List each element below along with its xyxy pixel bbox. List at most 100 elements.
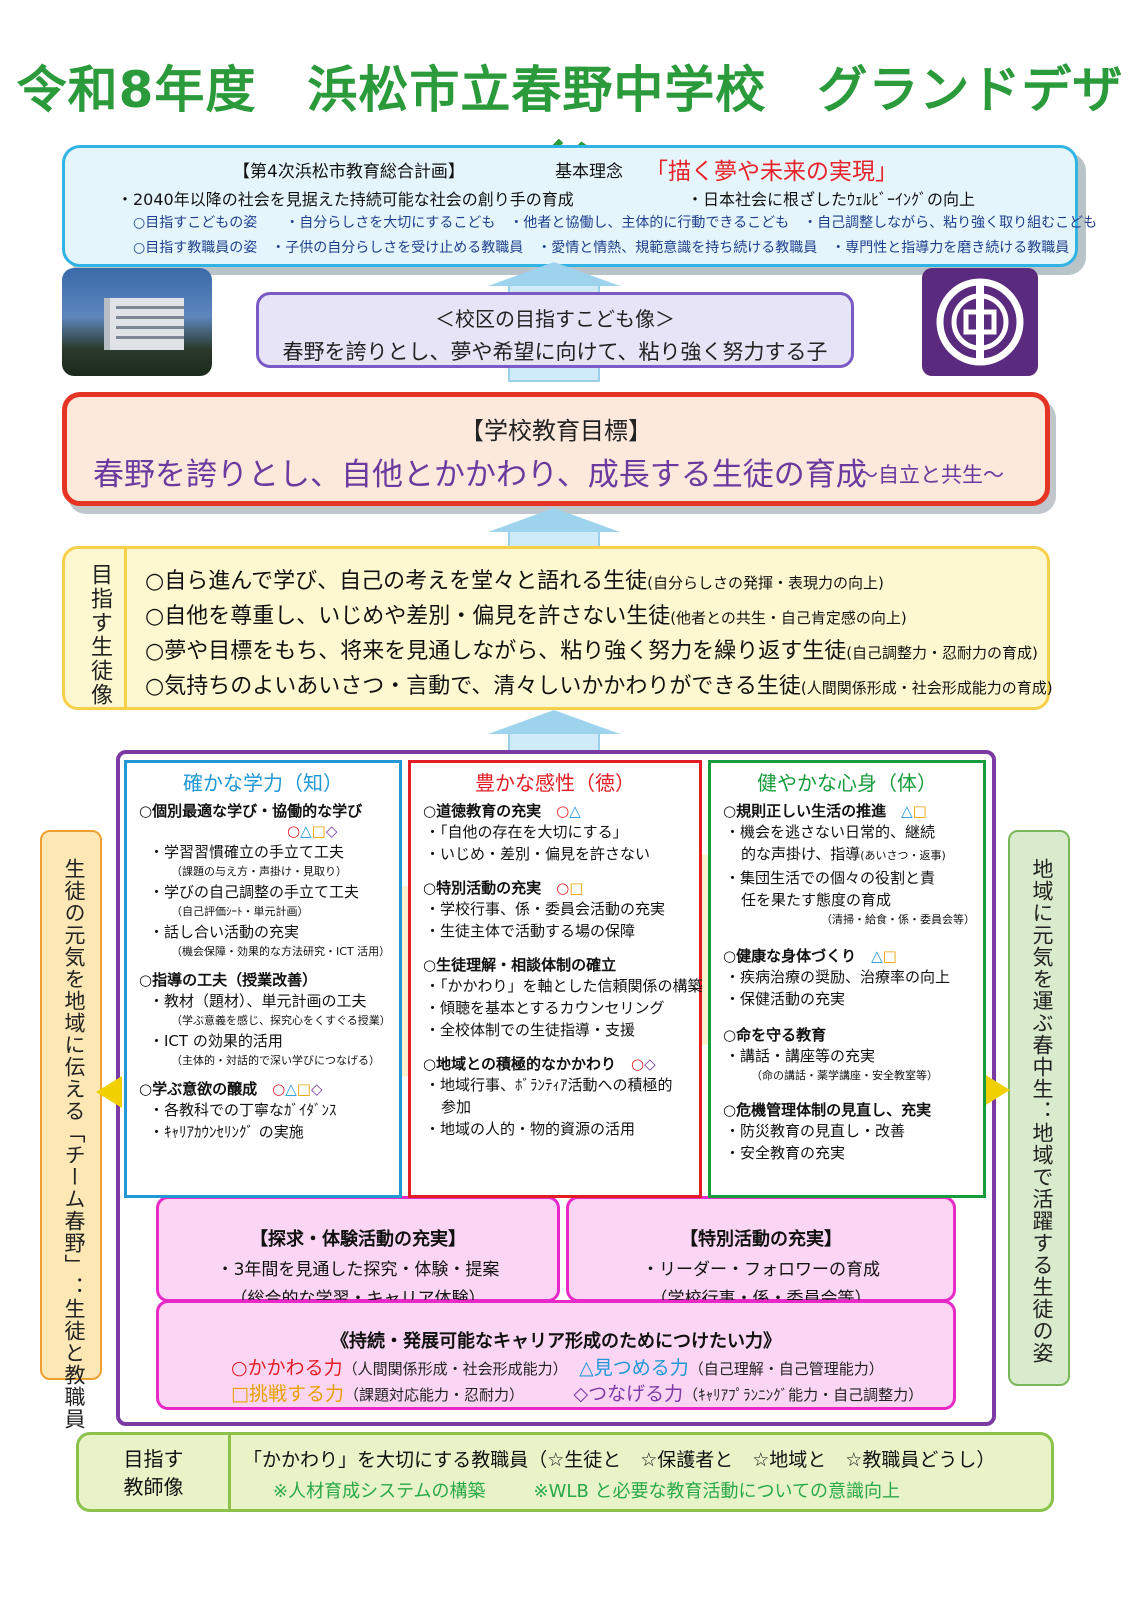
- list-item: 参加: [441, 1098, 472, 1116]
- community-text: 地域に元気を運ぶ春中生：地域で活躍する生徒の姿: [1030, 858, 1054, 1364]
- basic-philosophy-label: 基本理念: [555, 162, 623, 182]
- health-column: 健やかな心身（体） ○規則正しい生活の推進 △□ ・機会を逃さない日常的、継続 …: [708, 760, 986, 1198]
- list-item: ・保健活動の充実: [725, 990, 846, 1008]
- special-activity-box: 【特別活動の充実】 ・リーダー・フォロワーの育成 （学校行事・係・委員会等）: [566, 1196, 956, 1309]
- career-ability-box: 《持続・発展可能なキャリア形成のためにつけたい力》 ○かかわる力（人間関係形成・…: [156, 1300, 956, 1410]
- section-heading: ○指導の工夫（授業改善）: [139, 971, 318, 989]
- left-arrow-icon: [96, 1076, 122, 1108]
- list-item: ・ｷｬﾘｱｶｳﾝｾﾘﾝｸﾞ の実施: [149, 1123, 304, 1141]
- list-item: ・機会を逃さない日常的、継続: [725, 823, 936, 841]
- list-item: ・防災教育の見直し・改善: [725, 1122, 906, 1140]
- ideal-student-side-label: 目指す生徒像: [65, 549, 127, 707]
- plan-goal-1: ・2040年以降の社会を見据えた持続可能な社会の創り手の育成: [117, 190, 574, 209]
- special-activity-heading: 【特別活動の充実】: [680, 1229, 842, 1250]
- section-heading: ○特別活動の充実 ○□: [423, 879, 584, 897]
- list-item: ・いじめ・差別・偏見を許さない: [425, 845, 651, 863]
- up-arrow-shaft-3: [508, 732, 600, 752]
- student-item: ○自ら進んで学び、自己の考えを堂々と語れる生徒(自分らしさの発揮・表現力の向上): [145, 569, 884, 594]
- district-child-image-box: ＜校区の目指すこども像＞ 春野を誇りとし、夢や希望に向けて、粘り強く努力する子: [256, 292, 854, 368]
- list-item: ・教材（題材）、単元計画の工夫: [149, 992, 367, 1010]
- team-haruno-text: 生徒の元気を地域に伝える「チーム春野」：生徒と教職員: [62, 858, 86, 1430]
- up-arrow-icon-3: [488, 710, 620, 734]
- list-item: ・地域行事、ﾎﾞﾗﾝﾃｨｱ活動への積極的: [425, 1076, 673, 1094]
- up-arrow-icon: [488, 262, 620, 286]
- community-side-box: 地域に元気を運ぶ春中生：地域で活躍する生徒の姿: [1008, 830, 1070, 1386]
- plan-goals: ・2040年以降の社会を見据えた持続可能な社会の創り手の育成 ・日本社会に根ざし…: [117, 186, 975, 210]
- knowledge-column: 確かな学力（知） ○個別最適な学び・協働的な学び ○△□◇ ・学習習慣確立の手立…: [124, 760, 402, 1198]
- list-item: ・各教科での丁寧なｶﾞｲﾀﾞﾝｽ: [149, 1101, 337, 1119]
- knowledge-title: 確かな学力（知）: [183, 771, 343, 795]
- virtue-title: 豊かな感性（徳）: [475, 771, 635, 795]
- list-item: ・集団生活での個々の役割と責: [725, 869, 936, 887]
- ideal-student-box: 目指す生徒像 ○自ら進んで学び、自己の考えを堂々と語れる生徒(自分らしさの発揮・…: [62, 546, 1053, 710]
- inquiry-line: ・3年間を見通した探究・体験・提案: [216, 1260, 500, 1280]
- list-item: ・講話・講座等の充実: [725, 1047, 876, 1065]
- list-item: ・「かかわり」を軸とした信頼関係の構築: [425, 977, 703, 995]
- education-plan-box: 【第4次浜松市教育総合計画】 基本理念 「描く夢や未来の実現」 ・2040年以降…: [62, 145, 1097, 267]
- list-item: 任を果たす態度の育成: [741, 891, 892, 909]
- list-note: （主体的・対話的で深い学びにつなげる）: [171, 1054, 380, 1067]
- ideal-teacher-text: 「かかわり」を大切にする教職員（☆生徒と ☆保護者と ☆地域と ☆教職員どうし）: [243, 1449, 996, 1471]
- ideal-teacher-box: 目指す 教師像 「かかわり」を大切にする教職員（☆生徒と ☆保護者と ☆地域と …: [76, 1432, 1054, 1512]
- list-item: ・生徒主体で活動する場の保障: [425, 922, 636, 940]
- list-item: ・安全教育の充実: [725, 1144, 846, 1162]
- inquiry-activity-box: 【探求・体験活動の充実】 ・3年間を見通した探究・体験・提案 （総合的な学習・キ…: [156, 1196, 560, 1309]
- district-child-heading: ＜校区の目指すこども像＞: [435, 307, 675, 331]
- ideal-staff-line: ○目指す教職員の姿 ・子供の自分らしさを受け止める教職員 ・愛情と情熱、規範意識…: [133, 240, 1070, 256]
- ideal-teacher-label: 目指す 教師像: [79, 1435, 231, 1509]
- student-item: ○気持ちのよいあいさつ・言動で、清々しいかかわりができる生徒(人間関係形成・社会…: [145, 674, 1053, 699]
- right-arrow-icon: [984, 1074, 1010, 1106]
- section-heading: ○地域との積極的なかかわり ○◇: [423, 1055, 656, 1073]
- basic-philosophy-motto: 「描く夢や未来の実現」: [645, 159, 898, 185]
- list-item: ・全校体制での生徒指導・支援: [425, 1021, 636, 1039]
- student-item: ○夢や目標をもち、将来を見通しながら、粘り強く努力を繰り返す生徒(自己調整力・忍…: [145, 639, 1038, 664]
- plan-label: 【第4次浜松市教育総合計画】: [233, 162, 465, 182]
- ideal-teacher-notes: ※人材育成システムの構築※WLB と必要な教育活動についての意識向上: [273, 1481, 900, 1502]
- school-goal-subtitle: ～自立と共生～: [857, 463, 1004, 487]
- career-heading: 《持続・発展可能なキャリア形成のためにつけたい力》: [331, 1331, 781, 1352]
- list-item: ・傾聴を基本とするカウンセリング: [425, 999, 665, 1017]
- school-goal-heading: 【学校教育目標】: [460, 417, 652, 445]
- section-heading: ○命を守る教育: [723, 1026, 827, 1044]
- ability-symbols: ○△□◇: [287, 822, 338, 840]
- team-haruno-side-box: 生徒の元気を地域に伝える「チーム春野」：生徒と教職員: [40, 830, 102, 1430]
- student-item: ○自他を尊重し、いじめや差別・偏見を許さない生徒(他者との共生・自己肯定感の向上…: [145, 604, 907, 629]
- virtue-column: 豊かな感性（徳） ○道徳教育の充実 ○△ ・「自他の存在を大切にする」 ・いじめ…: [408, 760, 703, 1198]
- up-arrow-icon-2: [488, 508, 620, 532]
- list-item: ・学校行事、係・委員会活動の充実: [425, 900, 666, 918]
- section-heading: ○生徒理解・相談体制の確立: [423, 956, 617, 974]
- list-note: （自己評価ｼｰﾄ・単元計画）: [171, 905, 309, 918]
- special-activity-line: ・リーダー・フォロワーの育成: [642, 1260, 880, 1280]
- school-building-shape: [104, 298, 184, 350]
- inquiry-heading: 【探求・体験活動の充実】: [250, 1229, 466, 1250]
- list-note: （学ぶ意義を感じ、探究心をくすぐる授業）: [171, 1014, 391, 1027]
- school-emblem-icon: [922, 268, 1038, 376]
- list-item: ・地域の人的・物的資源の活用: [425, 1120, 636, 1138]
- ideal-child-line: ○目指すこどもの姿 ・自分らしさを大切にするこども ・他者と協働し、主体的に行動…: [133, 215, 1098, 231]
- career-ability-row: □挑戦する力（課題対応能力・忍耐力） ◇つなげる力（ｷｬﾘｱﾌﾟﾗﾝﾆﾝｸﾞ能力…: [231, 1383, 924, 1405]
- health-title: 健やかな心身（体）: [757, 771, 937, 795]
- section-heading: ○学ぶ意欲の醸成 ○△□◇: [139, 1080, 323, 1098]
- list-item: ・「自他の存在を大切にする」: [425, 823, 628, 841]
- list-item: ・学びの自己調整の手立て工夫: [149, 883, 360, 901]
- list-item: 的な声掛け、指導(あいさつ・返事): [741, 845, 946, 863]
- section-heading: ○規則正しい生活の推進 △□: [723, 802, 927, 820]
- section-heading: ○健康な身体づくり △□: [723, 947, 897, 965]
- section-heading: ○危機管理体制の見直し、充実: [723, 1101, 932, 1119]
- list-note: （清掃・給食・係・委員会等）: [821, 913, 975, 926]
- school-goal-box: 【学校教育目標】 春野を誇りとし、自他とかかわり、成長する生徒の育成 ～自立と共…: [62, 392, 1050, 506]
- list-note: （課題の与え方・声掛け・見取り）: [171, 865, 347, 878]
- school-goal-text: 春野を誇りとし、自他とかかわり、成長する生徒の育成: [93, 457, 867, 493]
- district-child-text: 春野を誇りとし、夢や希望に向けて、粘り強く努力する子: [282, 340, 828, 364]
- list-item: ・疾病治療の奨励、治療率の向上: [725, 968, 951, 986]
- list-item: ・話し合い活動の充実: [149, 923, 300, 941]
- list-note: （機会保障・効果的な方法研究・ICT 活用）: [171, 945, 391, 958]
- school-building-photo: [62, 268, 212, 376]
- list-item: ・ICT の効果的活用: [149, 1032, 283, 1050]
- list-note: （命の講話・薬学講座・安全教室等）: [751, 1069, 938, 1082]
- career-ability-row: ○かかわる力（人間関係形成・社会形成能力） △見つめる力（自己理解・自己管理能力…: [231, 1357, 884, 1379]
- section-heading: ○個別最適な学び・協働的な学び: [139, 802, 363, 820]
- section-heading: ○道徳教育の充実 ○△: [423, 802, 581, 820]
- plan-goal-2: ・日本社会に根ざしたｳｪﾙﾋﾞｰｲﾝｸﾞの向上: [687, 190, 976, 209]
- list-item: ・学習習慣確立の手立て工夫: [149, 843, 345, 861]
